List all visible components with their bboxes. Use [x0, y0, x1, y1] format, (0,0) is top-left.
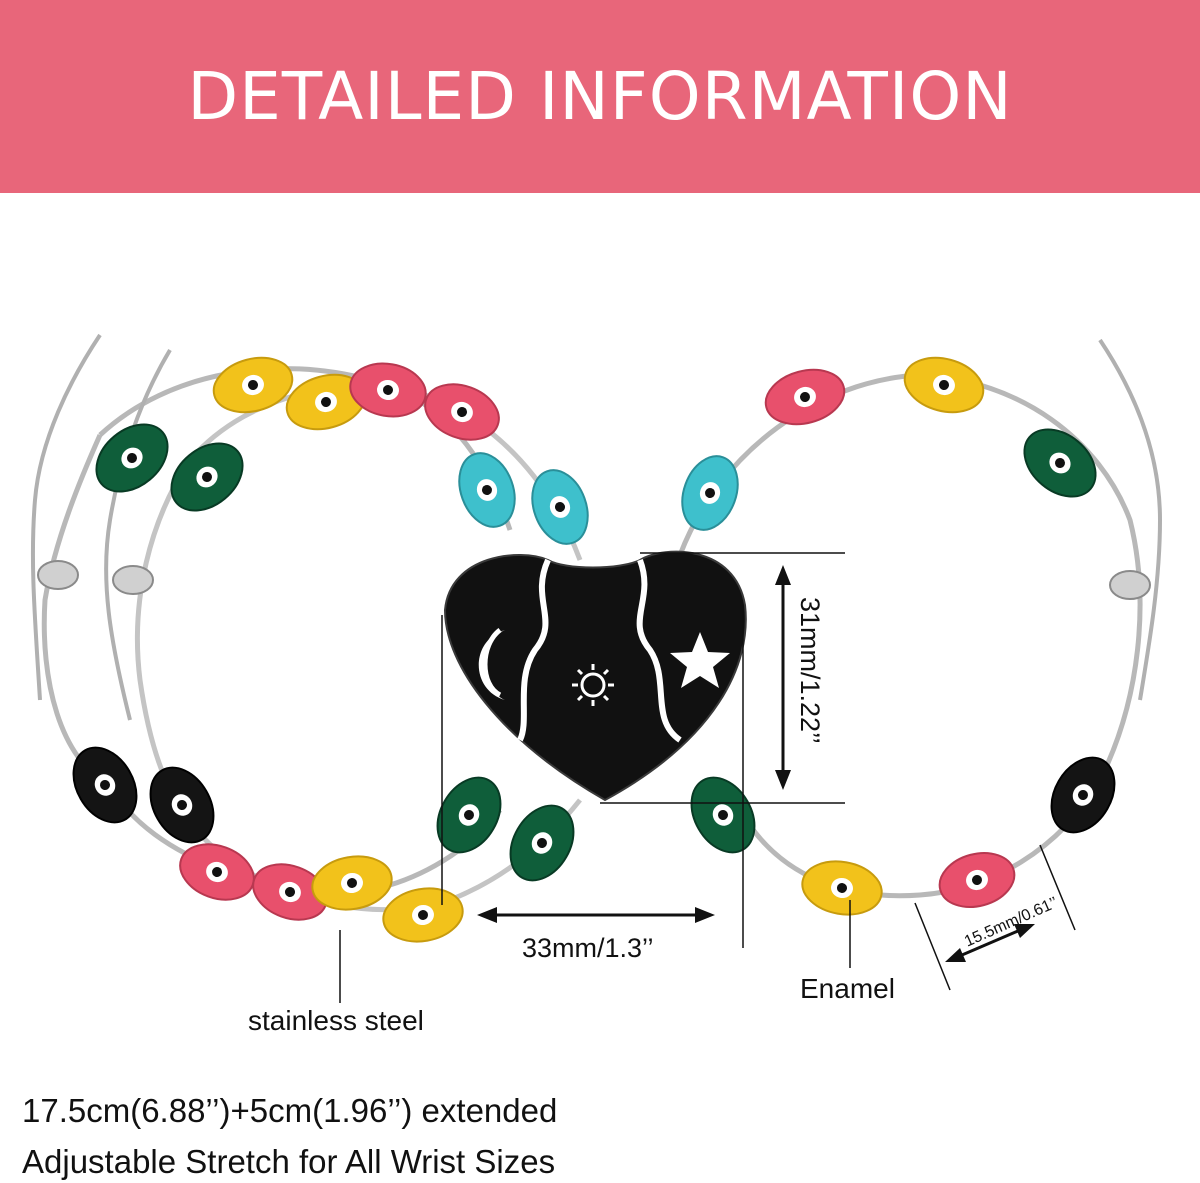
- length-spec: 17.5cm(6.88’’)+5cm(1.96’’) extended: [22, 1092, 558, 1129]
- fit-spec: Adjustable Stretch for All Wrist Sizes: [22, 1143, 556, 1180]
- sun-icon: [572, 664, 614, 706]
- heart-pendant: [443, 550, 747, 802]
- pendant-width-label: 33mm/1.3’’: [522, 933, 654, 963]
- dimension-lines: [339, 552, 1076, 1003]
- enamel-beads: [72, 356, 1116, 943]
- bead-material-label: Enamel: [800, 973, 895, 1004]
- lobster-clasps: [37, 560, 1151, 600]
- bracelet-illustration: [30, 333, 1163, 1003]
- moon-icon: [478, 628, 505, 700]
- chain-right: [677, 372, 1143, 899]
- chain-material-label: stainless steel: [248, 1005, 424, 1036]
- dimension-arrows: [477, 565, 1035, 962]
- pendant-height-label: 31mm/1.22’’: [795, 597, 825, 744]
- star-icon: [670, 632, 730, 688]
- banner-title: DETAILED INFORMATION: [187, 58, 1013, 135]
- header-banner: DETAILED INFORMATION: [0, 0, 1200, 193]
- extension-chain-left: [30, 333, 1163, 721]
